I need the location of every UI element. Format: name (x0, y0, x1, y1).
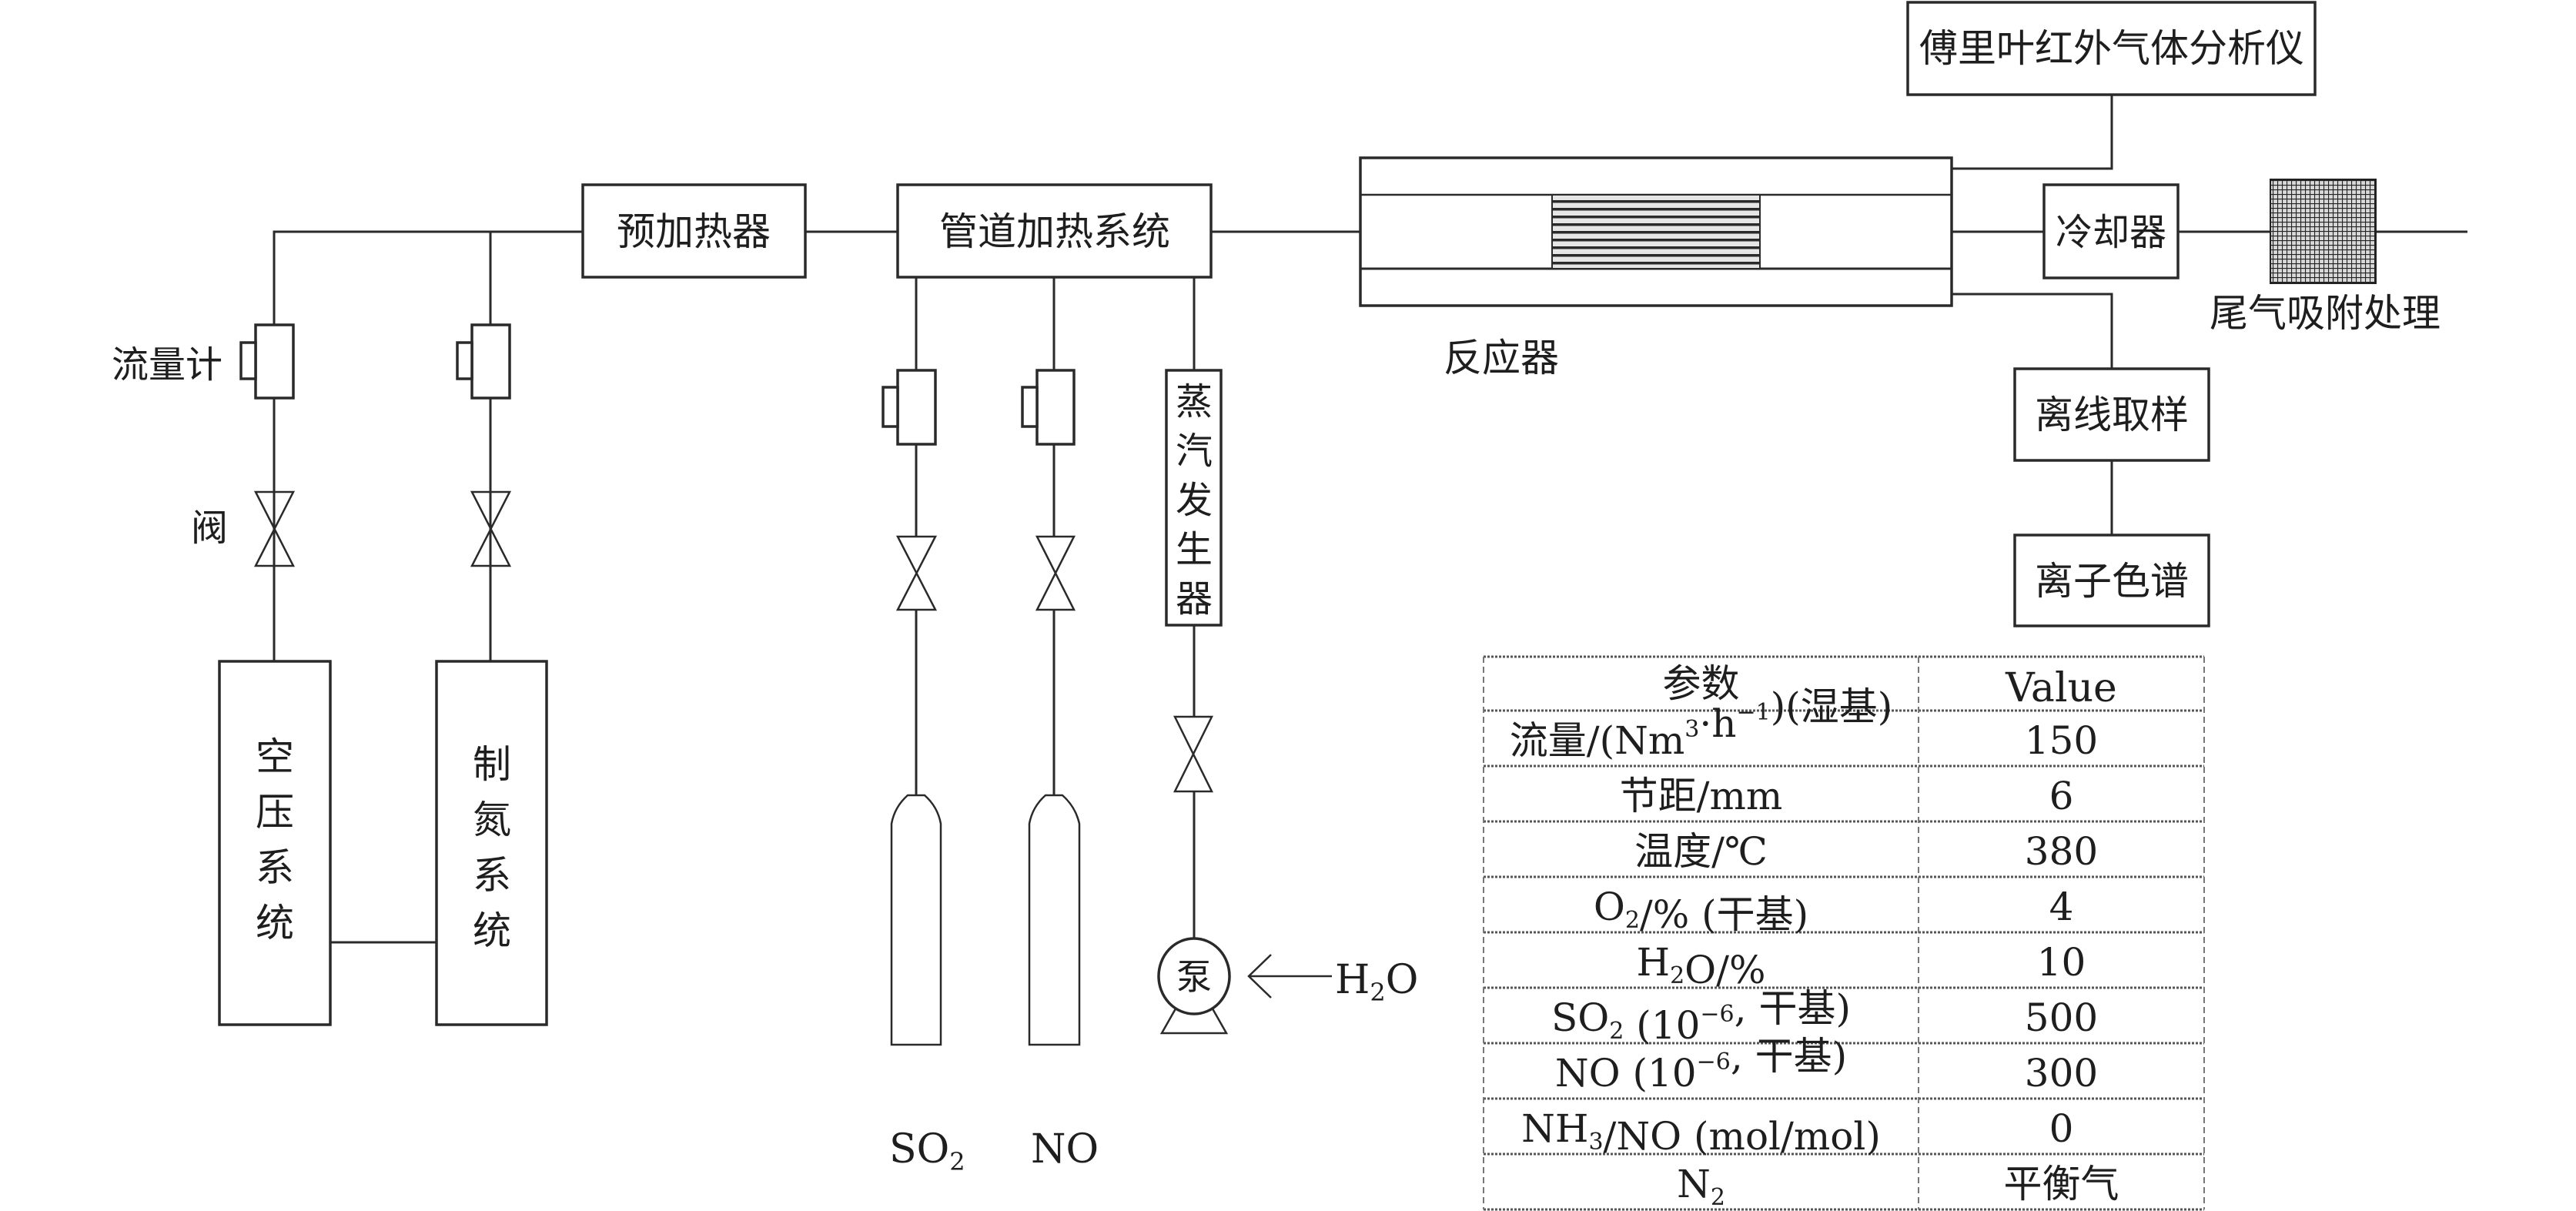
gas-cylinder-icon (1028, 794, 1081, 1046)
table-header-param: 参数 (1663, 661, 1740, 706)
ion-chromatography: 离子色谱 (2013, 534, 2210, 627)
cooler-label: 冷却器 (2056, 211, 2166, 254)
table-cell-value: 500 (2025, 995, 2098, 1040)
table-cell-param: NO (10−6, 干基) (1555, 1034, 1847, 1096)
valve-icon (1173, 715, 1214, 793)
steam-generator-char: 汽 (1176, 430, 1213, 473)
pump-base-icon (1159, 1004, 1229, 1035)
flowmeter-icon (896, 369, 937, 446)
table-cell-value: 4 (2049, 885, 2074, 929)
so2-label: SO2 (889, 1126, 965, 1176)
air-compressor-char: 空 (256, 734, 294, 779)
table-cell-param: N2 (1677, 1162, 1725, 1211)
table-cell-value: 150 (2025, 718, 2098, 763)
offline-sampling-label: 离线取样 (2035, 393, 2189, 437)
table-cell-param: 流量/(Nm3·h−1)(湿基) (1510, 684, 1892, 763)
table-cell-param: SO2 (10−6, 干基) (1551, 986, 1851, 1048)
table-cell-param: H2O/% (1636, 940, 1765, 992)
flowmeter-label: 流量计 (112, 343, 222, 386)
table-cell-value: 300 (2025, 1051, 2098, 1096)
cooler: 冷却器 (2042, 183, 2180, 279)
pump-label: 泵 (1176, 956, 1212, 998)
nitrogen-generator-char: 系 (473, 853, 511, 898)
nitrogen-generator-system: 制 氮 系 统 (435, 660, 548, 1026)
gas-cylinder-icon (890, 794, 942, 1046)
steam-generator (1165, 369, 1223, 627)
preheater: 预加热器 (581, 183, 807, 279)
table-cell-param: NH3/NO (mol/mol) (1521, 1106, 1881, 1159)
tail-gas-absorber: 尾气吸附处理 (2210, 179, 2441, 336)
pipe-heating-label: 管道加热系统 (939, 209, 1170, 254)
steam-generator-char: 发 (1176, 479, 1213, 522)
catalyst-block (1551, 194, 1761, 269)
air-compressor-char: 压 (256, 790, 294, 835)
flowmeter-icon (1035, 369, 1076, 446)
parameter-table: 参数 Value 流量/(Nm3·h−1)(湿基) 150 节距/mm 6 温度/℃ 380O… (1483, 655, 2205, 1211)
table-cell-param: 节距/mm (1620, 774, 1783, 818)
nitrogen-generator-char: 氮 (473, 798, 511, 842)
flowmeter-icon (470, 323, 511, 400)
valve-icon (470, 490, 512, 567)
ftir-analyzer: 傅里叶红外气体分析仪 (1906, 1, 2317, 96)
nitrogen-generator-char: 制 (473, 742, 511, 787)
valve-icon (1035, 535, 1076, 611)
main-pipe (273, 95, 2467, 944)
ion-chromatography-label: 离子色谱 (2035, 559, 2189, 604)
table-cell-value: 平衡气 (2004, 1162, 2119, 1206)
arrow-head-icon (1247, 954, 1272, 999)
steam-generator-char: 蒸 (1176, 380, 1213, 423)
no-branch: NO (1021, 277, 1099, 1173)
ftir-label: 傅里叶红外气体分析仪 (1919, 26, 2304, 71)
nitrogen-branch (456, 323, 512, 661)
table-header-value: Value (2005, 665, 2117, 711)
air-branch (239, 323, 296, 661)
nitrogen-generator-char: 统 (473, 908, 511, 953)
preheater-label: 预加热器 (617, 209, 771, 254)
reactor-label: 反应器 (1444, 336, 1559, 380)
air-compressor-char: 系 (256, 845, 294, 890)
air-compressor-system: 空 压 系 统 (218, 660, 332, 1026)
steam-generator-char: 器 (1176, 577, 1213, 621)
offline-sampling: 离线取样 (2013, 367, 2210, 462)
air-compressor-char: 统 (256, 901, 294, 945)
pump-icon (1157, 937, 1231, 1015)
table-cell-value: 380 (2025, 829, 2098, 874)
table-cell-value: 6 (2049, 774, 2074, 818)
pipe-heating-system: 管道加热系统 (896, 183, 1213, 279)
valve-icon (895, 535, 938, 611)
no-label: NO (1031, 1126, 1099, 1173)
table-cell-param: O2/% (干基) (1594, 885, 1808, 937)
steam-branch: 蒸 汽 发 生 器 泵 H2O (1157, 277, 1418, 1035)
table-cell-param: 温度/℃ (1634, 829, 1768, 874)
reactor: 反应器 (1359, 156, 1953, 380)
tail-gas-label: 尾气吸附处理 (2210, 291, 2441, 336)
absorber-block (2270, 179, 2377, 284)
valve-icon (253, 490, 296, 567)
h2o-label: H2O (1335, 957, 1418, 1007)
flowmeter-icon (254, 323, 295, 400)
table-cell-value: 10 (2037, 940, 2086, 985)
valve-label: 阀 (191, 507, 228, 550)
table-cell-value: 0 (2049, 1106, 2074, 1151)
so2-branch: SO2 (882, 277, 965, 1176)
steam-generator-char: 生 (1176, 528, 1213, 571)
